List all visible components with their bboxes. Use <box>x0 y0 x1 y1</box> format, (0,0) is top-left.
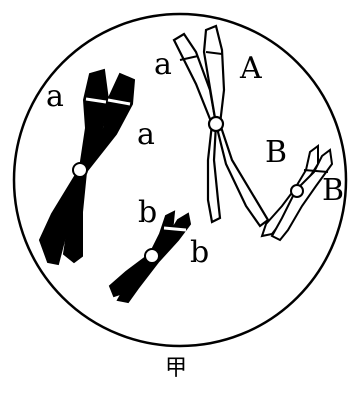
centromere <box>73 163 87 177</box>
centromere <box>209 117 223 131</box>
label-small-dark-right: b <box>190 235 209 270</box>
gene-band-b <box>164 228 186 230</box>
label-small-light-left: B <box>265 135 287 170</box>
cell-membrane <box>14 14 346 346</box>
figure-caption: 甲 <box>0 354 352 384</box>
centromere <box>291 185 303 197</box>
centromere <box>145 249 159 263</box>
label-large-light-right: A <box>239 51 262 86</box>
label-large-dark-right: a <box>137 117 155 152</box>
label-large-light-left: a <box>154 47 172 82</box>
label-large-dark-left: a <box>46 79 64 114</box>
label-small-dark-left: b <box>138 195 157 230</box>
label-small-light-right: B <box>322 173 344 208</box>
